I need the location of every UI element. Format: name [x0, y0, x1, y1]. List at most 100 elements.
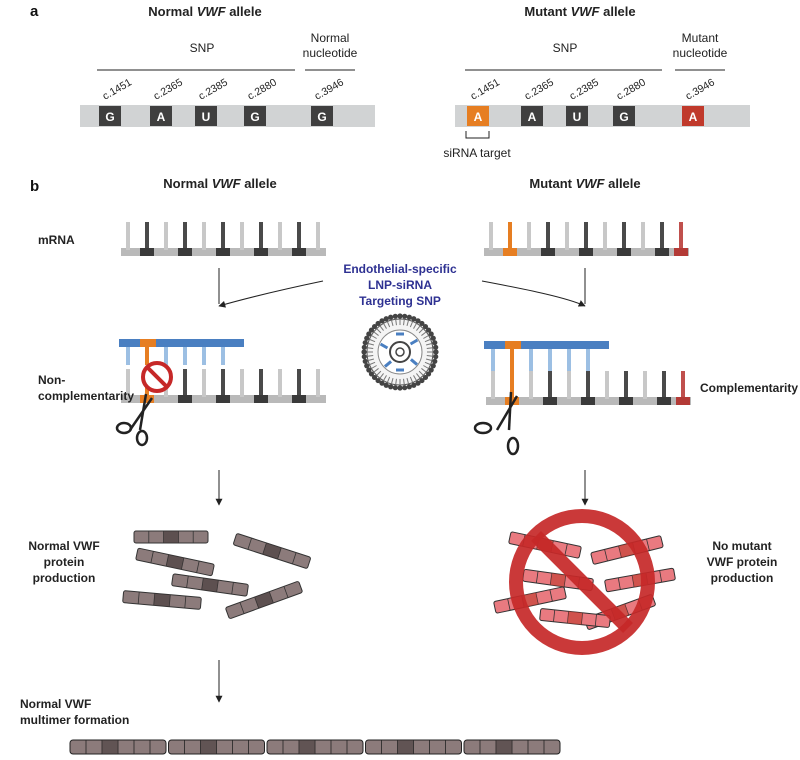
lnp-label-line3: Targeting SNP	[359, 294, 441, 308]
strand-block	[178, 248, 192, 256]
sirna-snp-block	[505, 341, 521, 349]
lnp-lipid-head	[397, 385, 403, 391]
multimer-label-2: multimer formation	[20, 713, 129, 727]
strand-base	[660, 222, 664, 250]
protein-rod-divider	[659, 570, 663, 583]
panel-a-mutant-snp-label: SNP	[553, 41, 578, 55]
lnp-lipid-head	[364, 335, 370, 341]
strand-base	[240, 369, 244, 397]
lnp-lipid-head	[379, 380, 385, 386]
mutant-nucleotide-2: A	[528, 110, 537, 124]
lnp-lipid-tail	[409, 376, 414, 383]
protein-rod-divider	[186, 575, 189, 588]
lnp-lipid-head	[368, 371, 375, 377]
strand-base	[278, 369, 282, 397]
normal-nucleotide-2: A	[157, 110, 166, 124]
panel-a-normal-title: Normal VWF allele	[148, 4, 261, 19]
normal-protein-label-1: Normal VWF	[28, 539, 99, 553]
strand-base	[126, 222, 130, 250]
normal-position-4: c.2880	[246, 76, 279, 102]
strand-base	[316, 222, 320, 250]
sirna-base	[221, 347, 225, 365]
strand-base	[546, 222, 550, 250]
scissors-icon-right	[473, 391, 520, 456]
lnp-lipid-tail	[403, 378, 405, 385]
mutant-nucleotide-1: A	[474, 110, 483, 124]
strand-base	[527, 222, 531, 250]
lnp-lipid-tail	[386, 376, 391, 383]
panel-b-letter: b	[30, 178, 39, 195]
panel-a-normal-snp-label: SNP	[190, 41, 215, 55]
normal-nucleotide-3: U	[202, 110, 211, 124]
strand-base	[259, 222, 263, 250]
strand-base	[183, 222, 187, 250]
normal-position-2: c.2365	[152, 76, 185, 102]
lnp-sirna	[396, 332, 404, 336]
strand-base	[183, 369, 187, 397]
lnp-lipid-tail	[413, 323, 417, 329]
protein-rod-divider	[292, 552, 297, 565]
strand-block	[178, 395, 192, 403]
lnp-lipid-tail	[369, 338, 376, 343]
mutant-nucleotide-4: G	[619, 110, 628, 124]
lnp-lipid-tail	[369, 361, 376, 366]
strand-base	[278, 222, 282, 250]
lnp-lipid-head	[375, 377, 381, 384]
strand-block	[254, 395, 268, 403]
lnp-lipid-tail	[409, 321, 414, 328]
mutant-position-5: c.3946	[684, 76, 717, 102]
lnp-lipid-head	[411, 382, 417, 388]
protein-rod-divider	[617, 577, 621, 590]
strand-block	[676, 397, 690, 405]
strand-base	[679, 222, 683, 250]
lnp-lipid-tail	[421, 331, 427, 336]
strand-block	[254, 248, 268, 256]
strand-base	[605, 371, 609, 399]
strand-base	[548, 371, 552, 399]
lnp-lipid-tail	[418, 328, 424, 334]
noncomplementarity-label-1: Non-	[38, 373, 65, 387]
strand-block	[216, 248, 230, 256]
strand-block	[216, 395, 230, 403]
lnp-lipid-head	[371, 374, 378, 381]
lnp-lipid-head	[383, 316, 389, 322]
lnp-lipid-tail	[379, 373, 384, 379]
mutant-nucleotide-box-2	[521, 106, 543, 126]
normal-protein-label-3: production	[33, 571, 96, 585]
sirna-base	[126, 347, 130, 365]
no-mutant-protein-prohibition-icon	[509, 509, 655, 655]
strand-base	[624, 371, 628, 399]
normal-position-3: c.2385	[197, 76, 230, 102]
lnp-lipid-tail	[390, 377, 394, 385]
lnp-lipid-head	[419, 320, 425, 327]
lnp-lipid-head	[425, 327, 432, 333]
lnp-lipid-head	[422, 374, 429, 381]
lnp-lipid-tail	[416, 373, 421, 379]
panel-a-normal-allele: Normal VWF allele SNP Normal nucleotide …	[80, 4, 375, 127]
strand-block	[140, 395, 154, 403]
lnp-lipid-head	[433, 349, 439, 355]
lnp-lipid-tail	[367, 347, 374, 349]
protein-rod-divider	[137, 591, 140, 604]
strand-base	[297, 222, 301, 250]
strand-base	[643, 371, 647, 399]
normal-protein-rod-2	[135, 547, 215, 577]
multimer-domain	[397, 740, 414, 754]
lnp-lipid-tail	[376, 328, 382, 334]
strand-base	[567, 371, 571, 399]
lnp-lipid-tail	[383, 323, 387, 329]
protein-rod-divider	[231, 582, 234, 595]
strand-base	[662, 371, 666, 399]
mutant-protein-rod-7	[539, 608, 611, 628]
strand-block	[617, 248, 631, 256]
panel-b-normal-title: Normal VWF allele	[163, 176, 276, 191]
strand-base	[586, 371, 590, 399]
strand-base	[126, 369, 130, 397]
lnp-lipid-head	[422, 323, 429, 330]
lnp-sirna	[396, 368, 404, 372]
protein-rod-divider	[646, 538, 650, 551]
lnp-lipid-head	[371, 323, 378, 330]
lnp-lipid-head	[362, 340, 368, 346]
sirna-base	[567, 349, 571, 389]
normal-protein-rod-1	[133, 530, 209, 544]
